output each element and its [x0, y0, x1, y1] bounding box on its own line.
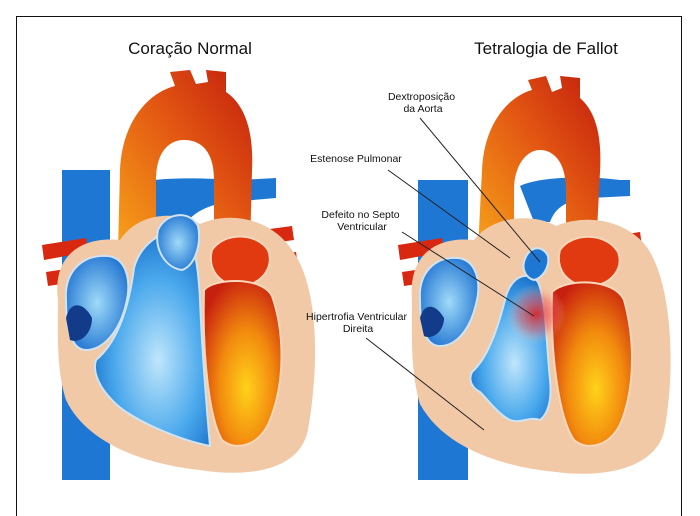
normal-heart-title: Coração Normal [128, 39, 252, 58]
label-pulmonary-line-1: Estenose Pulmonar [310, 153, 402, 165]
normal-left-ventricle [204, 281, 282, 446]
label-hypertrophy-line-2: Direita [343, 323, 374, 335]
fallot-heart-title: Tetralogia de Fallot [474, 39, 618, 58]
label-aorta-line-1: Dextroposição [388, 91, 455, 103]
label-hypertrophy-line-1: Hipertrofia Ventricular [306, 311, 407, 323]
fallot-heart [398, 76, 671, 480]
label-septal-line-1: Defeito no Septo [321, 209, 399, 221]
fallot-left-atrium [559, 237, 620, 286]
label-hypertrophy: Hipertrofia Ventricular Direita [306, 311, 410, 335]
label-pulmonary-stenosis: Estenose Pulmonar [310, 153, 402, 165]
normal-heart [42, 70, 315, 480]
label-aorta-line-2: da Aorta [403, 103, 442, 115]
label-septal-line-2: Ventricular [337, 221, 387, 233]
label-aorta: Dextroposição da Aorta [388, 91, 458, 115]
fallot-vsd-glow [506, 284, 566, 344]
normal-left-atrium [211, 237, 270, 287]
label-septal-defect: Defeito no Septo Ventricular [321, 209, 402, 233]
